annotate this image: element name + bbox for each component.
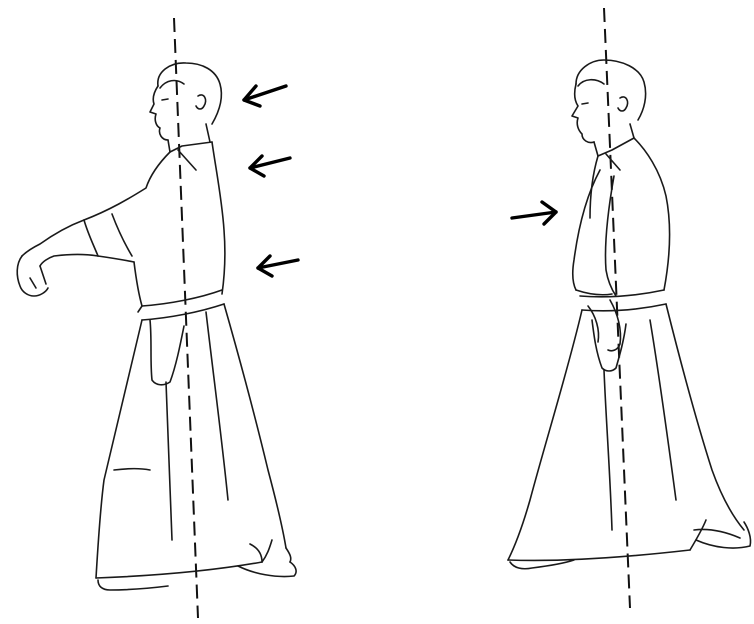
arrow-left-icon <box>244 86 286 106</box>
hakama-right <box>508 304 751 569</box>
arm-hand-left <box>17 220 98 296</box>
obi-belt-right <box>580 290 666 371</box>
arrow-left-icon <box>250 156 290 176</box>
arrows-left-group <box>244 86 298 276</box>
arrow-right-icon <box>512 202 556 224</box>
arrow-left-icon <box>258 256 298 276</box>
torso-right <box>573 138 670 296</box>
figure-right-upright <box>508 8 751 608</box>
torso-left <box>84 142 225 306</box>
obi-belt-left <box>138 290 224 385</box>
figure-left-leaning <box>17 18 298 618</box>
vertical-reference-line-left <box>174 18 198 618</box>
head-left <box>150 63 221 152</box>
